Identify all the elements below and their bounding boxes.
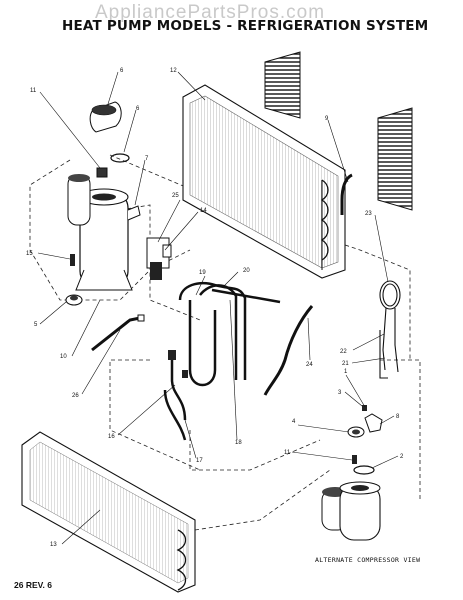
suction-line xyxy=(263,305,314,396)
alternate-compressor-caption: ALTERNATE COMPRESSOR VIEW xyxy=(315,556,421,564)
part-label: 13 xyxy=(50,542,57,548)
top-grille xyxy=(264,51,301,119)
process-tube xyxy=(91,316,141,352)
mounting-grommet xyxy=(65,294,83,306)
alternate-compressor-parts xyxy=(347,405,383,475)
part-label: 7 xyxy=(145,156,149,162)
cover-gasket xyxy=(110,153,130,163)
reversing-valve-solenoid xyxy=(146,237,172,280)
part-label: 10 xyxy=(60,354,67,360)
part-label: 9 xyxy=(325,116,329,122)
part-label: 4 xyxy=(292,419,296,425)
part-label: 5 xyxy=(34,322,38,328)
process-tube-cap xyxy=(137,314,145,322)
diagram-title: HEAT PUMP MODELS - REFRIGERATION SYSTEM xyxy=(62,18,429,34)
part-label: 2 xyxy=(400,454,404,460)
terminal-cover xyxy=(89,101,122,133)
valve-fittings xyxy=(168,350,188,378)
part-label: 6 xyxy=(136,106,140,112)
part-label: 16 xyxy=(108,434,115,440)
reversing-valve-tubing xyxy=(163,281,281,441)
part-label: 26 xyxy=(72,393,79,399)
part-label: 15 xyxy=(26,251,33,257)
revision-footer: 26 REV. 6 xyxy=(14,580,52,590)
part-label: 17 xyxy=(196,458,203,464)
part-label: 18 xyxy=(235,440,242,446)
side-grille xyxy=(377,107,413,211)
leader-lines xyxy=(37,71,399,545)
part-label: 22 xyxy=(340,349,347,355)
part-label: 11 xyxy=(30,88,37,94)
part-label: 19 xyxy=(199,270,206,276)
indoor-evaporator-coil xyxy=(21,431,196,593)
part-label: 20 xyxy=(243,268,250,274)
part-label: 24 xyxy=(306,362,313,368)
capillary-assembly xyxy=(379,280,401,379)
alternate-compressor xyxy=(321,481,381,541)
part-label: 14 xyxy=(200,208,207,214)
part-label: 1 xyxy=(344,369,348,375)
discharge-tube xyxy=(340,173,353,215)
part-label: 3 xyxy=(338,390,342,396)
mounting-screw xyxy=(70,254,75,266)
compressor xyxy=(67,174,141,291)
part-number-labels: 11 6 6 7 12 9 15 5 10 26 25 14 19 20 23 … xyxy=(26,68,404,548)
part-label: 11 xyxy=(284,450,291,456)
part-label: 23 xyxy=(365,211,372,217)
part-label: 25 xyxy=(172,193,179,199)
watermark: AppliancePartsPros.com xyxy=(95,2,326,23)
part-label: 12 xyxy=(170,68,177,74)
part-label: 8 xyxy=(396,414,400,420)
outdoor-condenser-coil xyxy=(182,84,346,279)
terminal-fitting xyxy=(96,167,108,178)
part-label: 6 xyxy=(120,68,124,74)
part-label: 21 xyxy=(342,361,349,367)
